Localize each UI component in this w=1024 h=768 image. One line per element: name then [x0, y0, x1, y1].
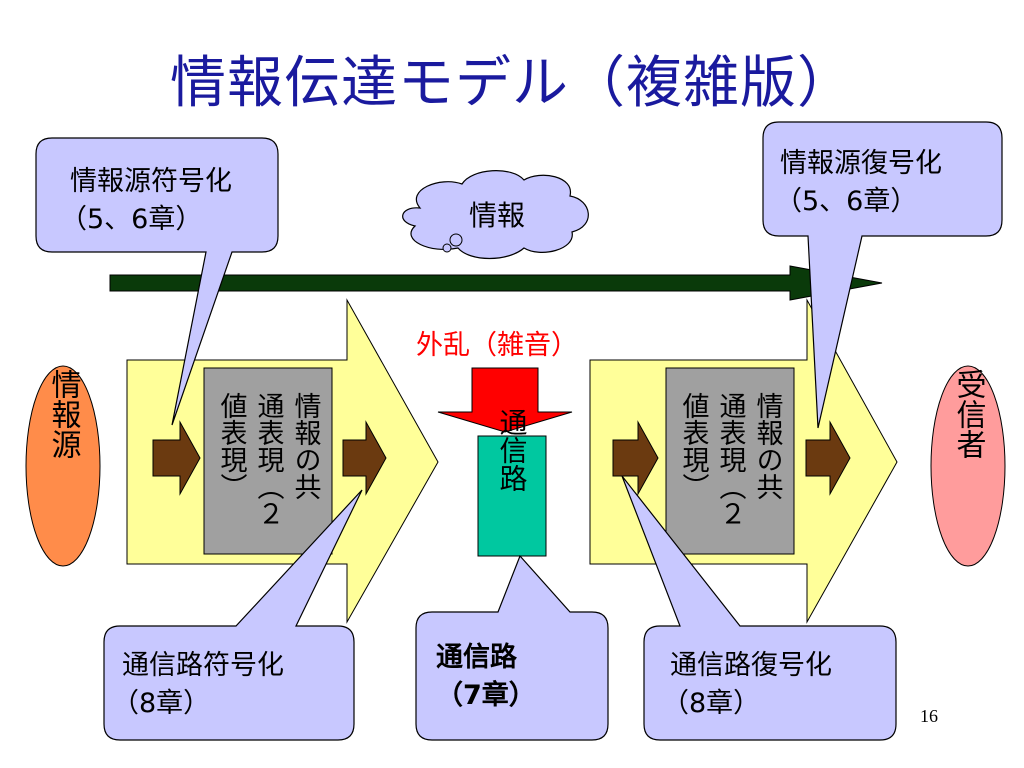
right-gray-col1: 情報の共	[752, 392, 784, 500]
callout-channel-line1: 通信路	[436, 641, 518, 673]
channel-box	[477, 435, 547, 557]
noise-arrow	[437, 367, 573, 433]
receiver-label: 受信者	[951, 369, 987, 459]
callout-source-coding-line1: 情報源符号化	[70, 166, 232, 197]
callout-channel-decoding-line2: （8章）	[662, 688, 760, 719]
right-gray-box	[665, 367, 795, 555]
left-gray-col2: 通表現（２	[253, 392, 285, 527]
small-arrow-1	[152, 420, 201, 496]
callout-channel-coding-line2: （8章）	[112, 688, 210, 719]
information-cloud-label: 情報	[469, 199, 525, 232]
callout-channel	[415, 554, 609, 741]
receiver	[930, 365, 1006, 567]
left-gray-col1: 情報の共	[290, 392, 322, 500]
small-arrow-3	[612, 420, 659, 496]
callout-channel-decoding	[621, 475, 897, 741]
small-arrow-2	[342, 420, 387, 496]
left-gray-col3: 値表現）	[216, 392, 248, 500]
slide-title: 情報伝達モデル（複雑版）	[170, 51, 854, 116]
noise-label: 外乱（雑音）	[416, 330, 578, 361]
callout-source-coding-line2: （5、6章）	[60, 204, 202, 235]
information-source-label: 情報源	[46, 369, 82, 459]
callout-channel-line2: （7章）	[436, 679, 536, 711]
callout-source-coding	[35, 137, 279, 426]
callout-channel-decoding-line1: 通信路復号化	[670, 650, 832, 681]
callout-source-decoding-line1: 情報源復号化	[780, 148, 942, 179]
page-number: 16	[920, 706, 938, 726]
callout-source-decoding-line2: （5、6章）	[775, 186, 917, 217]
callout-channel-coding-line1: 通信路符号化	[122, 650, 284, 681]
information-cloud	[402, 170, 589, 259]
information-source	[25, 365, 101, 567]
small-arrow-4	[805, 420, 851, 496]
left-gray-box	[203, 367, 333, 555]
callout-source-decoding	[762, 121, 1003, 429]
channel-label: 通信路	[496, 408, 529, 492]
callout-channel-coding	[103, 489, 363, 741]
right-gray-col2: 通表現（２	[715, 392, 747, 527]
right-gray-col3: 値表現）	[678, 392, 710, 500]
